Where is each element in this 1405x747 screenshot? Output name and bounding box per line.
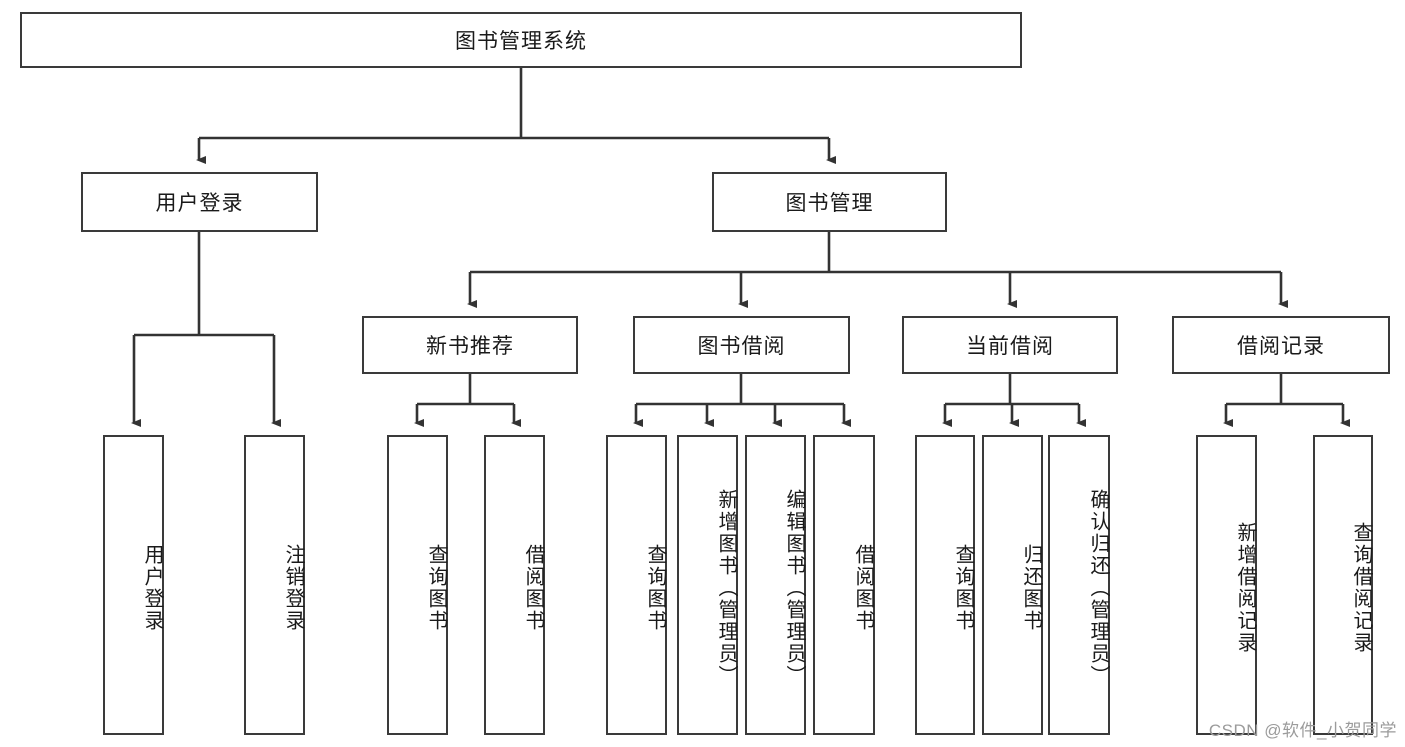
leaf-query-record[interactable]: 查询借阅记录	[1313, 435, 1373, 735]
leaf-logout[interactable]: 注销登录	[244, 435, 305, 735]
leaf-query-book-2[interactable]: 查询图书	[606, 435, 667, 735]
leaf-query-book-3[interactable]: 查询图书	[915, 435, 975, 735]
node-current-borrow-label: 当前借阅	[966, 335, 1054, 358]
node-book-manage[interactable]: 图书管理	[712, 172, 947, 232]
leaf-confirm-return[interactable]: 确认归还（管理员）	[1048, 435, 1110, 735]
leaf-user-login[interactable]: 用户登录	[103, 435, 164, 735]
node-new-book-rec-label: 新书推荐	[426, 335, 514, 358]
connector-borrowrecord-to-leaves	[1223, 374, 1350, 427]
node-book-borrow-label: 图书借阅	[697, 335, 786, 358]
node-user-login[interactable]: 用户登录	[81, 172, 318, 232]
connector-userlogin-to-leaves	[131, 232, 281, 427]
node-book-borrow[interactable]: 图书借阅	[633, 316, 850, 374]
connector-currentborrow-to-leaves	[942, 374, 1086, 427]
watermark: CSDN @软件_小贺同学	[1208, 721, 1397, 740]
connector-bookborrow-to-leaves	[633, 374, 851, 427]
node-book-manage-label: 图书管理	[785, 192, 874, 215]
leaf-logout-label: 注销登录	[282, 544, 304, 632]
node-borrow-record-label: 借阅记录	[1237, 335, 1325, 358]
node-user-login-label: 用户登录	[155, 192, 244, 215]
node-current-borrow[interactable]: 当前借阅	[902, 316, 1118, 374]
node-new-book-rec[interactable]: 新书推荐	[362, 316, 578, 374]
connector-root-to-level2	[196, 68, 836, 164]
leaf-confirm-return-label: 确认归还（管理员）	[1087, 489, 1109, 687]
leaf-query-book-2-label: 查询图书	[644, 544, 666, 632]
leaf-edit-book-label: 编辑图书（管理员）	[783, 489, 805, 687]
leaf-borrow-book-1[interactable]: 借阅图书	[484, 435, 545, 735]
leaf-return-book-label: 归还图书	[1020, 544, 1042, 632]
leaf-query-book-3-label: 查询图书	[952, 544, 974, 632]
leaf-borrow-book-2-label: 借阅图书	[852, 544, 874, 632]
leaf-borrow-book-2[interactable]: 借阅图书	[813, 435, 875, 735]
leaf-add-record[interactable]: 新增借阅记录	[1196, 435, 1257, 735]
leaf-query-book-1-label: 查询图书	[425, 544, 447, 632]
leaf-query-book-1[interactable]: 查询图书	[387, 435, 448, 735]
node-borrow-record[interactable]: 借阅记录	[1172, 316, 1390, 374]
leaf-add-record-label: 新增借阅记录	[1234, 522, 1256, 654]
leaf-add-book-label: 新增图书（管理员）	[715, 489, 737, 687]
leaf-add-book[interactable]: 新增图书（管理员）	[677, 435, 738, 735]
leaf-return-book[interactable]: 归还图书	[982, 435, 1043, 735]
connector-newbook-to-leaves	[414, 374, 521, 427]
node-root[interactable]: 图书管理系统	[20, 12, 1022, 68]
leaf-edit-book[interactable]: 编辑图书（管理员）	[745, 435, 806, 735]
leaf-borrow-book-1-label: 借阅图书	[522, 544, 544, 632]
leaf-user-login-label: 用户登录	[141, 544, 163, 632]
leaf-query-record-label: 查询借阅记录	[1350, 522, 1372, 654]
node-root-label: 图书管理系统	[455, 30, 587, 53]
connector-bookmanage-to-level3	[467, 232, 1288, 308]
